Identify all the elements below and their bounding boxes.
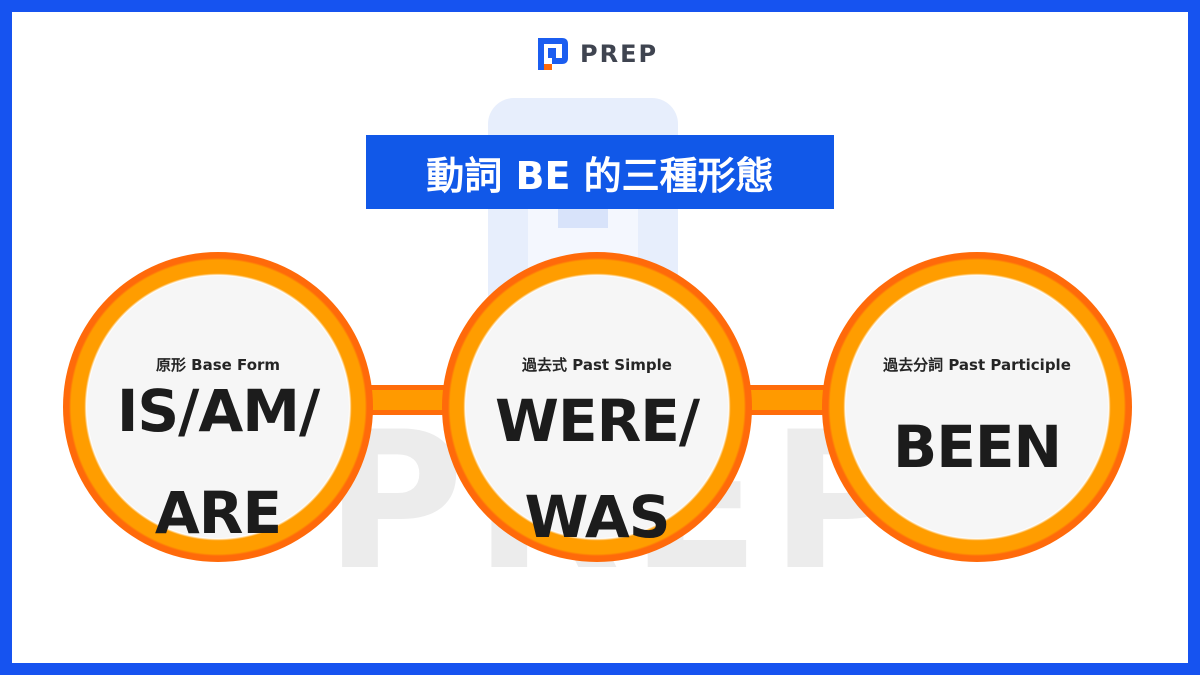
form-label: 過去分詞 Past Participle xyxy=(883,356,1071,374)
form-word-line1: IS/AM/ xyxy=(116,377,320,445)
card-frame: PREP PREP 動詞 BE 的三種形態 原形 Base Form IS/AM… xyxy=(12,12,1188,663)
form-circle-past-simple: 過去式 Past Simple WERE/ WAS xyxy=(442,252,752,562)
circle-fill xyxy=(87,276,349,538)
page-title: 動詞 BE 的三種形態 xyxy=(366,135,834,209)
prep-logo: PREP xyxy=(536,36,658,72)
prep-logo-icon xyxy=(538,38,568,70)
connector-left xyxy=(358,385,448,415)
form-word-line1: BEEN xyxy=(893,413,1062,481)
form-label: 原形 Base Form xyxy=(155,356,281,374)
form-word-line1: WERE/ xyxy=(494,387,700,455)
circle-fill xyxy=(846,276,1108,538)
connector-right xyxy=(746,385,836,415)
form-circle-base: 原形 Base Form IS/AM/ ARE xyxy=(63,252,373,562)
form-word-line2: ARE xyxy=(154,479,282,547)
logo-text: PREP xyxy=(580,40,659,68)
form-word-line2: WAS xyxy=(524,483,670,551)
circle-fill xyxy=(466,276,728,538)
form-circle-past-participle: 過去分詞 Past Participle BEEN xyxy=(822,252,1132,562)
form-label: 過去式 Past Simple xyxy=(522,356,672,374)
